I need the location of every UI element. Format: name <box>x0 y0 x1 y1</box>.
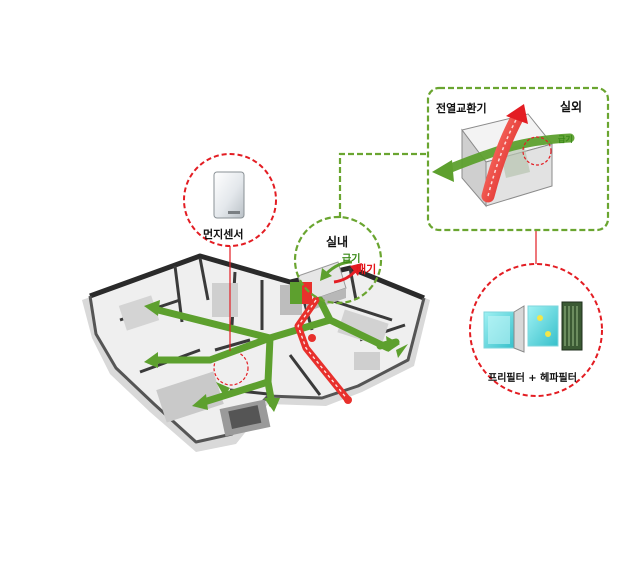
supply-indoor-label: 급기 <box>342 254 361 265</box>
filter-label: 프리필터 + 헤파필터 <box>488 373 577 384</box>
outdoor-label: 실외 <box>560 100 583 114</box>
supply-outdoor-label: 급기 <box>558 135 573 144</box>
dust-sensor-label: 먼지센서 <box>203 228 244 241</box>
indoor-callout <box>293 215 383 305</box>
erv-detail-box <box>426 86 610 232</box>
erv-label: 전열교환기 <box>436 102 487 115</box>
green-connector <box>338 152 428 218</box>
dust-sensor-callout <box>183 153 277 351</box>
filter-callout <box>469 263 603 397</box>
exhaust-label: 배기 <box>356 263 377 276</box>
indoor-label: 실내 <box>326 235 349 249</box>
floor-plan <box>82 253 430 452</box>
